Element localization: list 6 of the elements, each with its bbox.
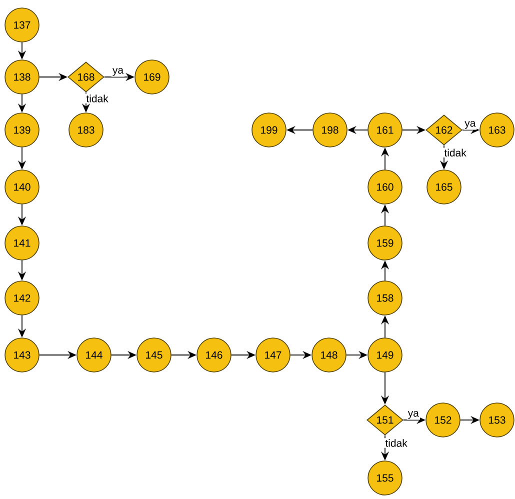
edge-label: tidak (85, 94, 110, 104)
edge-label: tidak (443, 148, 468, 158)
edge-label: ya (406, 410, 420, 420)
edge-label: ya (464, 120, 477, 130)
edge-label: ya (111, 66, 125, 77)
edge-label: tidak (384, 438, 408, 448)
